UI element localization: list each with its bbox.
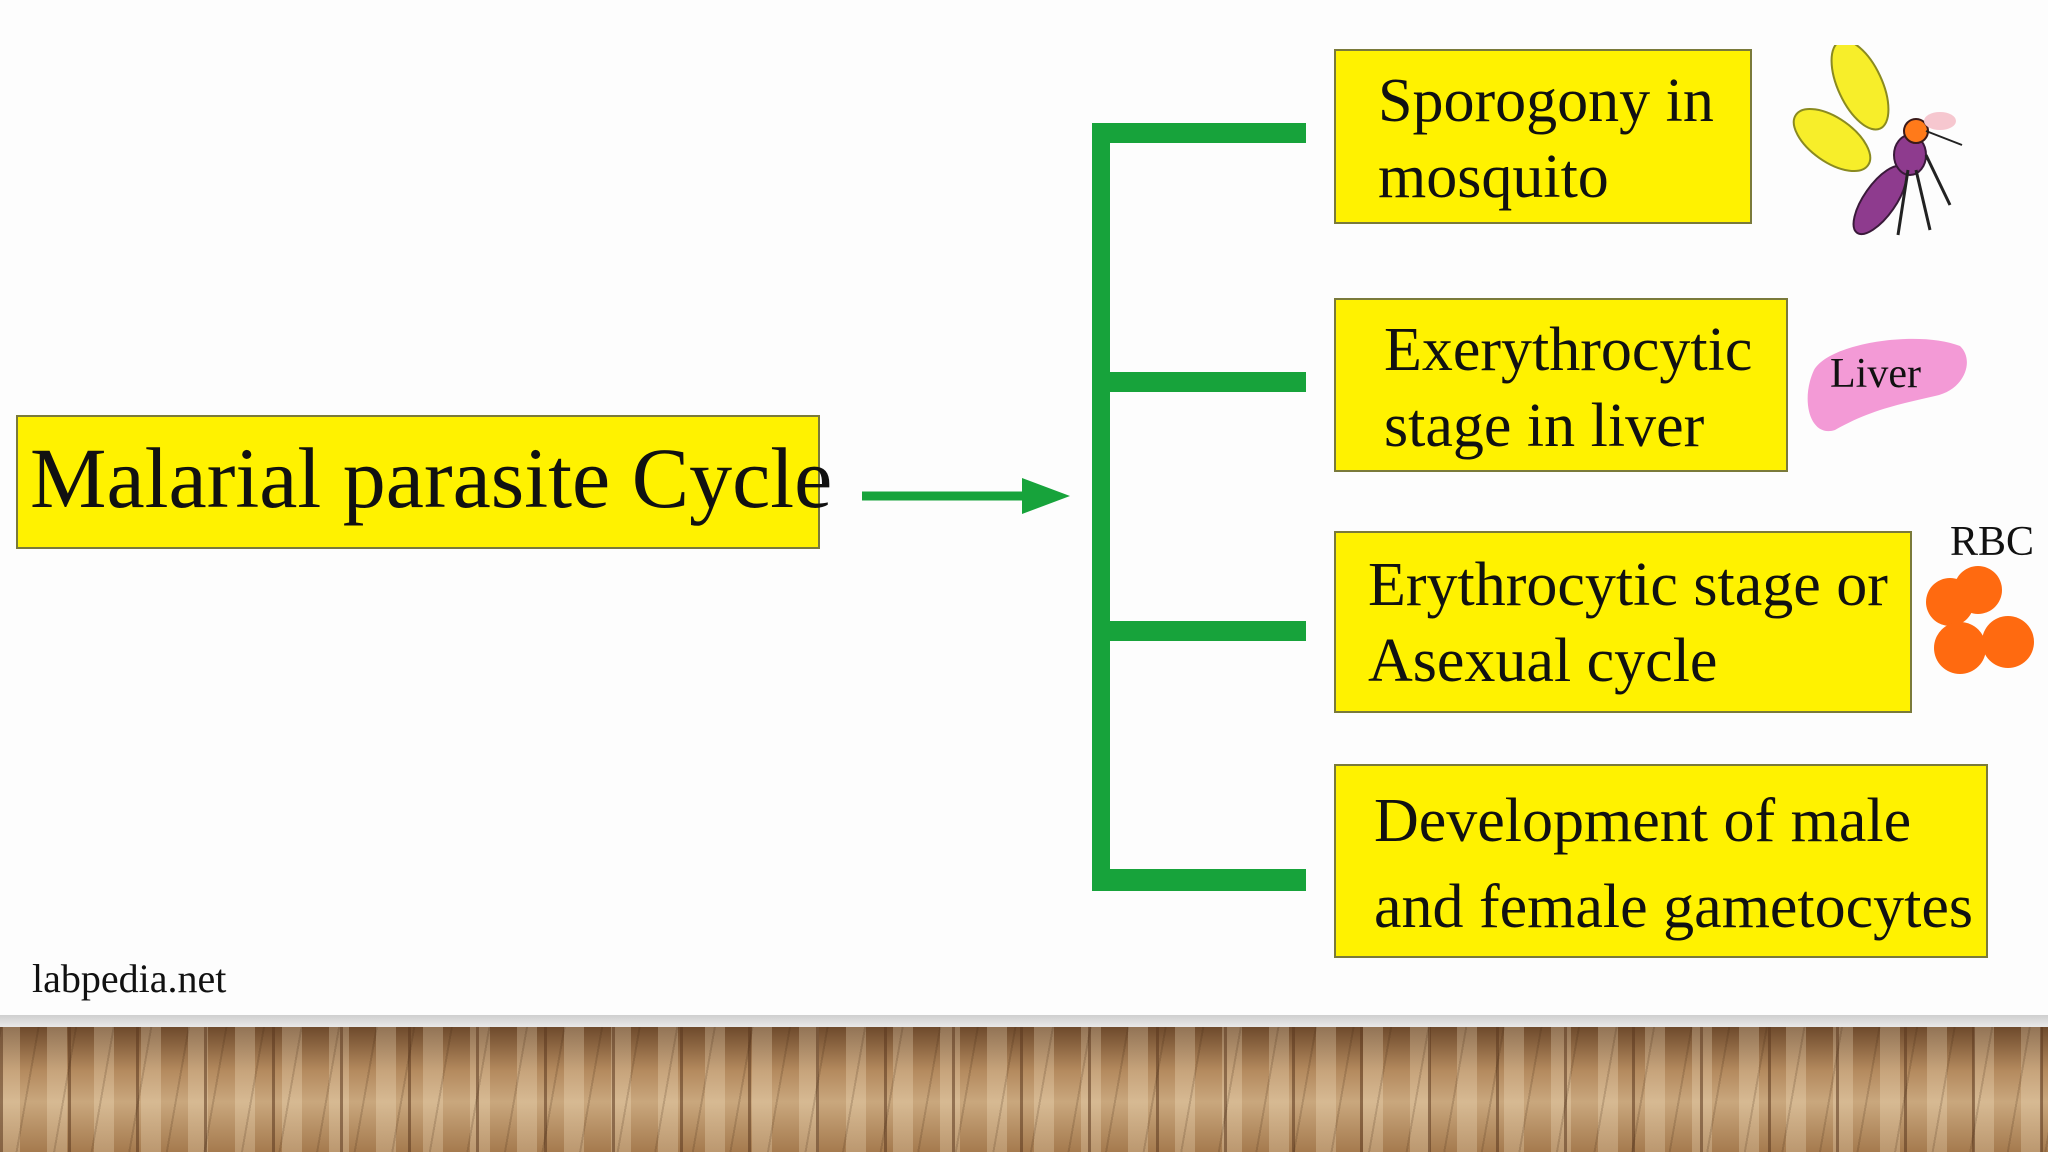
stage-line-2: stage in liver: [1384, 392, 1705, 460]
connector-branch-2: [1092, 372, 1306, 392]
stage-box-sporogony: Sporogony in mosquito: [1334, 49, 1752, 224]
slide: Malarial parasite Cycle Sporogony in mos…: [16, 45, 2035, 1001]
stage-box-erythrocytic: Erythrocytic stage or Asexual cycle: [1334, 531, 1912, 713]
connector-branch-1: [1092, 123, 1306, 143]
footer-source: labpedia.net: [32, 956, 227, 1001]
arrow-icon: [862, 478, 1070, 514]
stage-line-2: mosquito: [1378, 143, 1609, 211]
stage-line-1: Exerythrocytic: [1384, 316, 1753, 384]
stage-text: Exerythrocytic stage in liver: [1384, 312, 1752, 464]
connector-vertical: [1092, 123, 1110, 891]
stage-line-1: Development of male: [1374, 787, 1912, 855]
main-title: Malarial parasite Cycle: [30, 430, 833, 526]
rbc-icon: [1926, 566, 2034, 674]
rbc-label: RBC: [1950, 519, 2035, 565]
liver-icon: [1807, 338, 1967, 432]
stage-text: Sporogony in mosquito: [1378, 63, 1714, 215]
stage-line-2: Asexual cycle: [1368, 627, 1718, 695]
stage-text: Erythrocytic stage or Asexual cycle: [1368, 547, 1888, 699]
slide-shadow: [0, 1015, 2048, 1027]
liver-label: Liver: [1830, 351, 1921, 397]
stage-line-1: Sporogony in: [1378, 67, 1714, 135]
connector-branch-4: [1092, 869, 1306, 891]
stage-line-2: and female gametocytes: [1374, 873, 1974, 941]
stage-line-1: Erythrocytic stage or: [1368, 551, 1888, 619]
connector-branch-3: [1092, 621, 1306, 641]
main-title-box: Malarial parasite Cycle: [16, 415, 832, 549]
stage-box-gametocytes: Development of male and female gametocyt…: [1334, 764, 1988, 958]
mosquito-icon: [1792, 45, 1963, 236]
wooden-floor: [0, 1027, 2048, 1152]
stage-box-exerythrocytic: Exerythrocytic stage in liver: [1334, 298, 1788, 472]
stage-text: Development of male and female gametocyt…: [1374, 778, 1973, 950]
